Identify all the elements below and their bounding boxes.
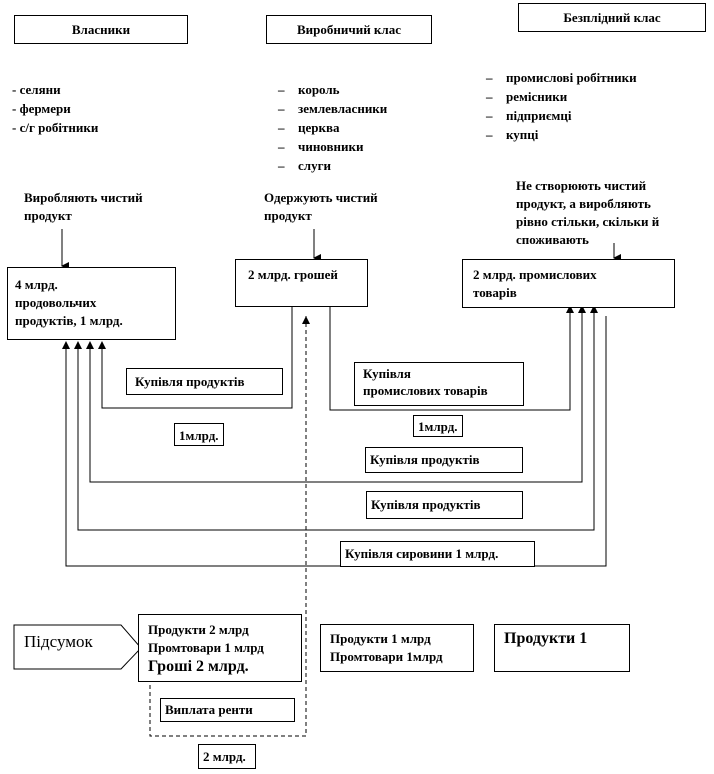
flow-raw-materials [65, 316, 607, 567]
label-buy-products-2: Купівля продуктів [365, 447, 523, 473]
summary-arrow-shape [13, 624, 142, 670]
label-one-billion-right: 1млрд. [413, 415, 463, 437]
flow-rent-dashed [149, 316, 307, 737]
list-item: –ремісники [486, 89, 568, 104]
header-productive-text: Виробничий клас [297, 21, 401, 37]
list-item: –церква [278, 120, 340, 135]
industrial-goods-box: 2 млрд. промислових товарів [462, 259, 675, 308]
header-sterile-text: Безплідний клас [563, 9, 661, 25]
list-item: - фермери [12, 101, 71, 116]
header-sterile-class: Безплідний клас [518, 3, 706, 32]
flow-goods-to-food-1 [89, 309, 583, 483]
summary-owners-box: Продукти 2 млрд Промтовари 1 млрд Гроші … [138, 614, 302, 682]
flow-money-to-goods [329, 307, 571, 411]
owners-list: - селяни - фермери - с/г робітники [12, 80, 98, 137]
summary-label: Підсумок [24, 632, 93, 651]
list-item: - с/г робітники [12, 120, 99, 135]
label-buy-raw-materials: Купівля сировини 1 млрд. [340, 541, 535, 567]
label-buy-products-1: Купівля продуктів [126, 368, 283, 395]
list-item: - селяни [12, 82, 61, 97]
summary-productive-box: Продукти 1 млрд Промтовари 1млрд [320, 624, 474, 672]
label-rent-payment: Виплата ренти [160, 698, 295, 722]
sterile-list: –промислові робітники –ремісники –підпри… [486, 68, 637, 144]
header-owners: Власники [14, 15, 188, 44]
list-item: –слуги [278, 158, 331, 173]
list-item: –купці [486, 127, 539, 142]
summary-sterile-box: Продукти 1 [494, 624, 630, 672]
productive-note: Одержують чистий продукт [264, 190, 378, 223]
food-products-box: 4 млрд. продовольчих продуктів, 1 млрд. [7, 267, 176, 340]
sterile-note: Не створюють чистий продукт, а виробляют… [516, 178, 660, 247]
header-owners-text: Власники [71, 21, 131, 37]
list-item: –землевласники [278, 101, 388, 116]
label-one-billion-left: 1млрд. [174, 423, 224, 446]
productive-list: –король –землевласники –церква –чиновник… [278, 80, 387, 175]
money-box: 2 млрд. грошей [235, 259, 368, 307]
flow-goods-to-food-2 [77, 309, 595, 531]
list-item: –підприємці [486, 108, 572, 123]
owners-note: Виробляють чистий продукт [24, 190, 143, 223]
label-buy-products-3: Купівля продуктів [366, 491, 523, 519]
label-buy-industrial-goods: Купівля промислових товарів [354, 362, 524, 406]
flow-money-to-food [101, 307, 293, 409]
label-two-billion: 2 млрд. [198, 744, 256, 769]
list-item: –король [278, 82, 340, 97]
header-productive-class: Виробничий клас [266, 15, 432, 44]
list-item: –чиновники [278, 139, 364, 154]
list-item: –промислові робітники [486, 70, 637, 85]
